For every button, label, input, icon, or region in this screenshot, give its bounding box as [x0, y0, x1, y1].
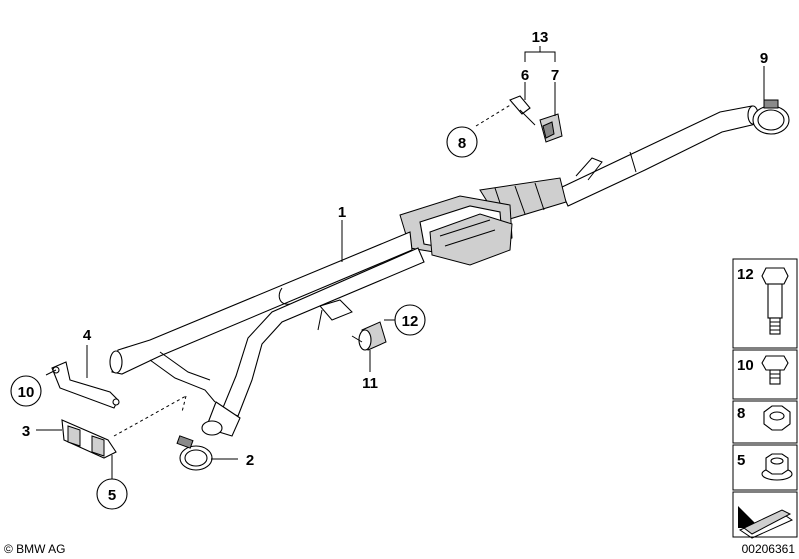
- label-3: 3: [22, 423, 30, 440]
- tail-clamp: [752, 99, 790, 135]
- dash-5: [113, 395, 187, 437]
- label-7: 7: [551, 67, 559, 84]
- clamp-part-2: [176, 435, 213, 471]
- legend-label-5: 5: [737, 452, 745, 469]
- legend-box-8: [732, 400, 798, 444]
- label-10: 10: [18, 384, 35, 401]
- legend-label-8: 8: [737, 405, 745, 422]
- leader-10: [45, 369, 57, 376]
- legend-box-10: [732, 349, 798, 400]
- leader-13: [524, 46, 556, 62]
- callout-circle-8: [446, 126, 478, 158]
- diagram-code: 00206361: [742, 542, 796, 556]
- legend-box-12: [732, 258, 798, 349]
- rubber-mount: [351, 321, 387, 351]
- label-12: 12: [402, 313, 419, 330]
- label-11: 11: [362, 375, 378, 392]
- hex-nut-icon: [763, 405, 791, 431]
- copyright-text: © BMW AG: [4, 542, 66, 556]
- label-5: 5: [108, 487, 116, 504]
- label-13: 13: [532, 29, 549, 46]
- legend-box-5: [732, 444, 798, 491]
- legend-panel: 12 10 8 5: [732, 258, 798, 539]
- long-bolt-icon: [761, 267, 789, 335]
- bolt-and-mount: [509, 95, 563, 143]
- short-bolt-icon: [761, 355, 789, 385]
- flange-nut-icon: [761, 453, 793, 481]
- label-8: 8: [458, 135, 466, 152]
- label-9: 9: [760, 50, 768, 67]
- label-6: 6: [521, 67, 529, 84]
- legend-label-10: 10: [737, 357, 754, 374]
- dash-5b: [181, 395, 187, 413]
- exhaust-pipe-assembly: [109, 105, 759, 437]
- hanger-part-3: [61, 419, 117, 459]
- dash-8-6: [475, 103, 513, 127]
- legend-box-arrow: [732, 491, 798, 538]
- label-1: 1: [338, 204, 346, 221]
- callout-circle-12: [394, 304, 426, 336]
- legend-label-12: 12: [737, 266, 754, 283]
- label-4: 4: [83, 327, 92, 344]
- bracket-part-4: [51, 361, 120, 409]
- callout-circle-5: [96, 478, 128, 510]
- label-2: 2: [246, 452, 254, 469]
- arrow-symbol-icon: [738, 506, 794, 539]
- callout-circle-10: [10, 375, 42, 407]
